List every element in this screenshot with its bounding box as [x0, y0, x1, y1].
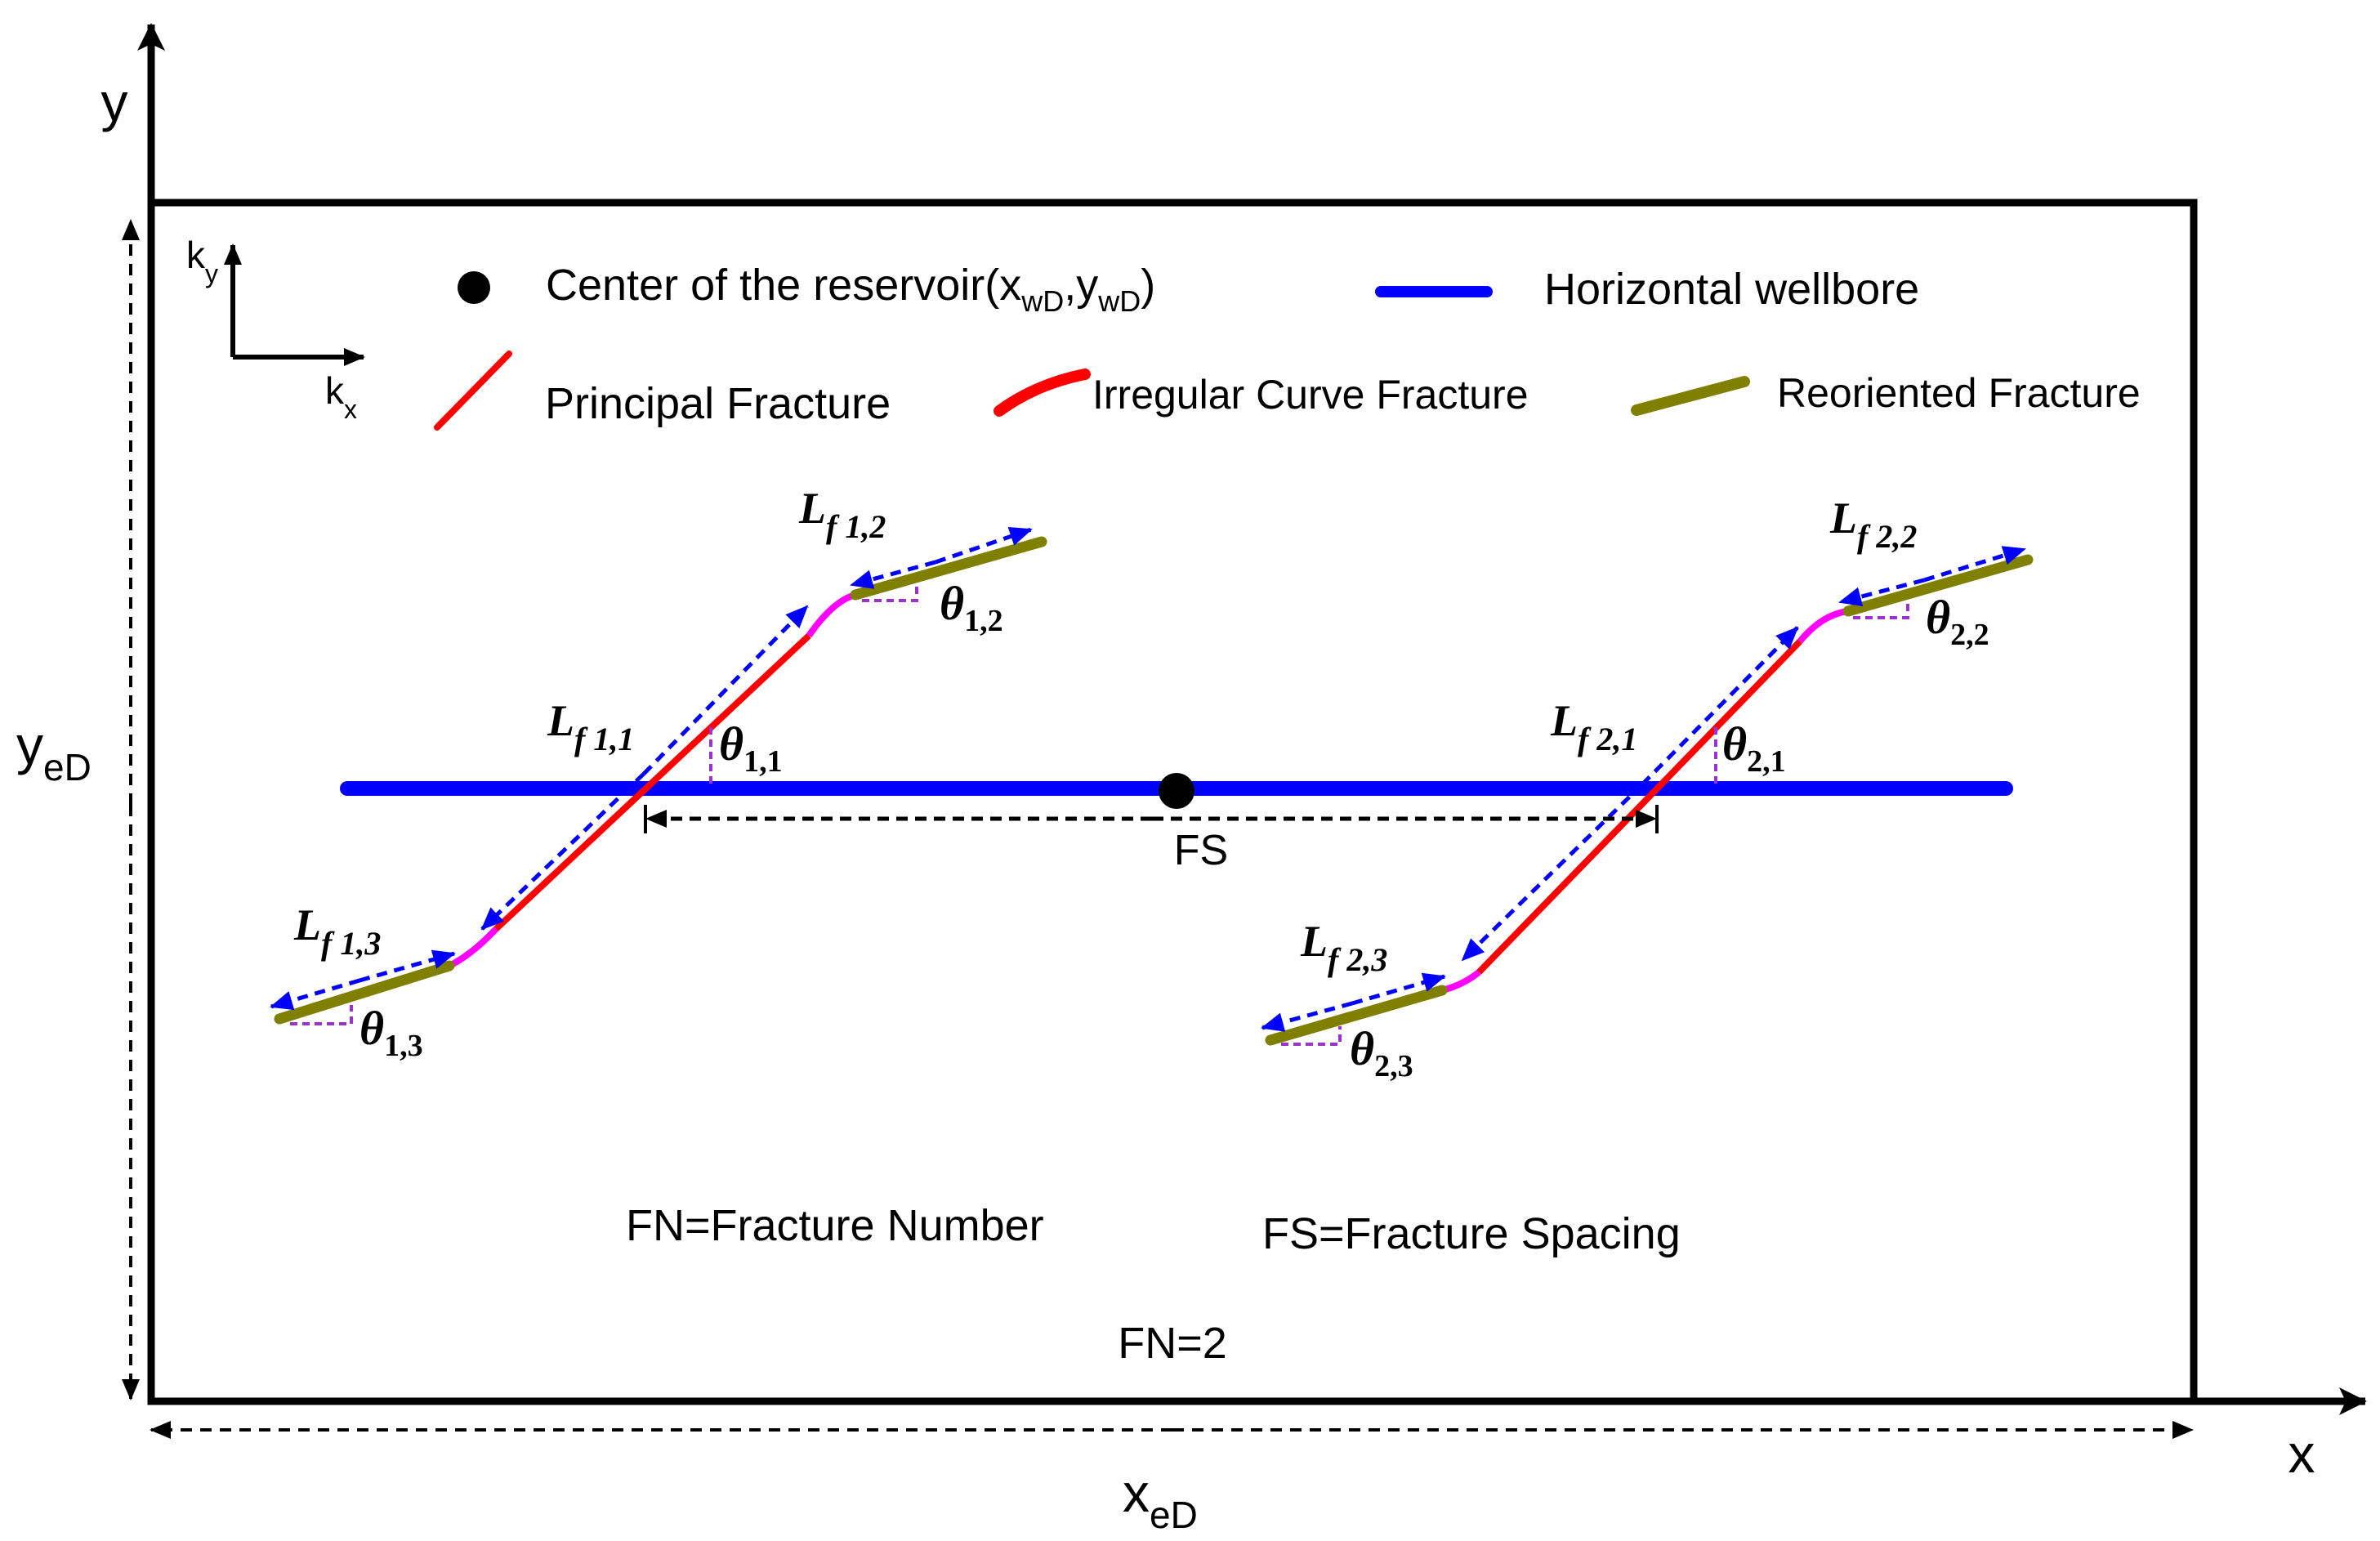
legend-principal-label: Principal Fracture — [545, 379, 891, 428]
fracture-2-length-arrow-up — [1641, 626, 1799, 786]
extent-arrows: yeD xeD — [16, 219, 2194, 1536]
fracture-1-length-arrow-upper-left — [850, 560, 936, 589]
legend-curve-swatch — [994, 368, 1091, 417]
fracture-2-length-label-1: Lf 2,1 — [1550, 696, 1637, 757]
legend-curve-label: Irregular Curve Fracture — [1092, 372, 1529, 418]
fracture-1-length-label-1: Lf 1,1 — [547, 696, 634, 757]
legend-wellbore-label: Horizontal wellbore — [1544, 265, 1919, 314]
y-extent-label: yeD — [16, 715, 92, 788]
fracture-2-length-arrow-down — [1461, 783, 1644, 962]
fracture-1-length-arrow-down — [480, 772, 645, 931]
fracture-2-angle-marker-3 — [1281, 1026, 1342, 1046]
fracture-2: Lf 2,1 Lf 2,2 Lf 2,3 θ2,1 θ2,2 θ2,3 — [1261, 494, 2034, 1083]
fracture-2-length-arrow-lower-left — [1261, 1001, 1353, 1032]
fracture-1-curve-upper — [806, 592, 857, 638]
fracture-2-curve-upper — [1797, 608, 1849, 644]
fracture-2-angle-label-2: θ2,2 — [1926, 591, 1989, 652]
fracture-2-curve-lower — [1441, 969, 1481, 994]
ky-label: ky — [186, 234, 218, 288]
kx-label: kx — [325, 369, 357, 424]
legend: Center of the reservoir(xwD,ywD) Horizon… — [434, 261, 2141, 431]
fracture-2-angle-label-3: θ2,3 — [1350, 1022, 1413, 1083]
fracture-1-angle-marker-3 — [290, 1005, 353, 1025]
reservoir-boundary — [147, 199, 2198, 1405]
fracture-1-length-arrow-lower-left — [270, 978, 360, 1011]
fracture-2-reoriented-upper — [1842, 554, 2034, 617]
x-extent-label: xeD — [1123, 1463, 1198, 1536]
legend-reoriented-swatch — [1631, 376, 1750, 416]
legend-principal-swatch — [434, 351, 512, 431]
axes: y x — [101, 23, 2367, 1484]
fracture-2-principal — [1476, 639, 1802, 975]
fracture-2-length-arrow-upper-left — [1838, 578, 1925, 607]
fracture-2-reoriented-lower — [1265, 985, 1448, 1046]
fracture-spacing: FS — [644, 805, 1659, 874]
permeability-axes: ky kx — [186, 234, 365, 424]
fracture-1-reoriented-upper — [850, 536, 1047, 601]
fracture-1-length-label-3: Lf 1,3 — [293, 900, 381, 962]
note-fracture-spacing: FS=Fracture Spacing — [1262, 1209, 1681, 1258]
legend-center-marker — [458, 271, 490, 304]
fracture-1-length-label-2: Lf 1,2 — [798, 484, 886, 545]
x-axis-label: x — [2288, 1423, 2315, 1484]
legend-center-label: Center of the reservoir(xwD,ywD) — [546, 261, 1155, 318]
fracture-2-angle-label-1: θ2,1 — [1722, 717, 1786, 779]
fracture-1-principal — [493, 633, 811, 931]
y-axis-label: y — [101, 72, 128, 132]
fracture-1-angle-label-2: θ1,2 — [940, 577, 1003, 638]
fracture-1-angle-marker-2 — [862, 583, 918, 602]
reservoir-center-marker — [1159, 773, 1194, 809]
note-fracture-number: FN=Fracture Number — [626, 1201, 1044, 1250]
fracture-1-angle-label-3: θ1,3 — [359, 1002, 423, 1063]
fracture-2-angle-marker-2 — [1853, 599, 1909, 619]
notes: FN=Fracture Number FS=Fracture Spacing F… — [626, 1201, 1681, 1368]
fracture-1-length-arrow-up — [642, 605, 809, 775]
fracture-2-length-label-2: Lf 2,2 — [1829, 494, 1917, 555]
fracture-1-angle-label-1: θ1,1 — [719, 717, 783, 779]
fracture-1: Lf 1,1 Lf 1,2 Lf 1,3 θ1,1 θ1,2 θ1,3 — [270, 484, 1047, 1063]
fracture-1-curve-lower — [448, 927, 498, 969]
note-fracture-count: FN=2 — [1118, 1319, 1227, 1368]
fracture-2-length-arrow-lower-right — [1351, 972, 1446, 1006]
fracture-1-reoriented-lower — [274, 960, 455, 1025]
spacing-label: FS — [1174, 827, 1228, 874]
fracture-1-length-arrow-lower-right — [359, 949, 456, 983]
fracture-2-length-label-3: Lf 2,3 — [1300, 917, 1387, 978]
legend-reoriented-label: Reoriented Fracture — [1777, 370, 2141, 416]
